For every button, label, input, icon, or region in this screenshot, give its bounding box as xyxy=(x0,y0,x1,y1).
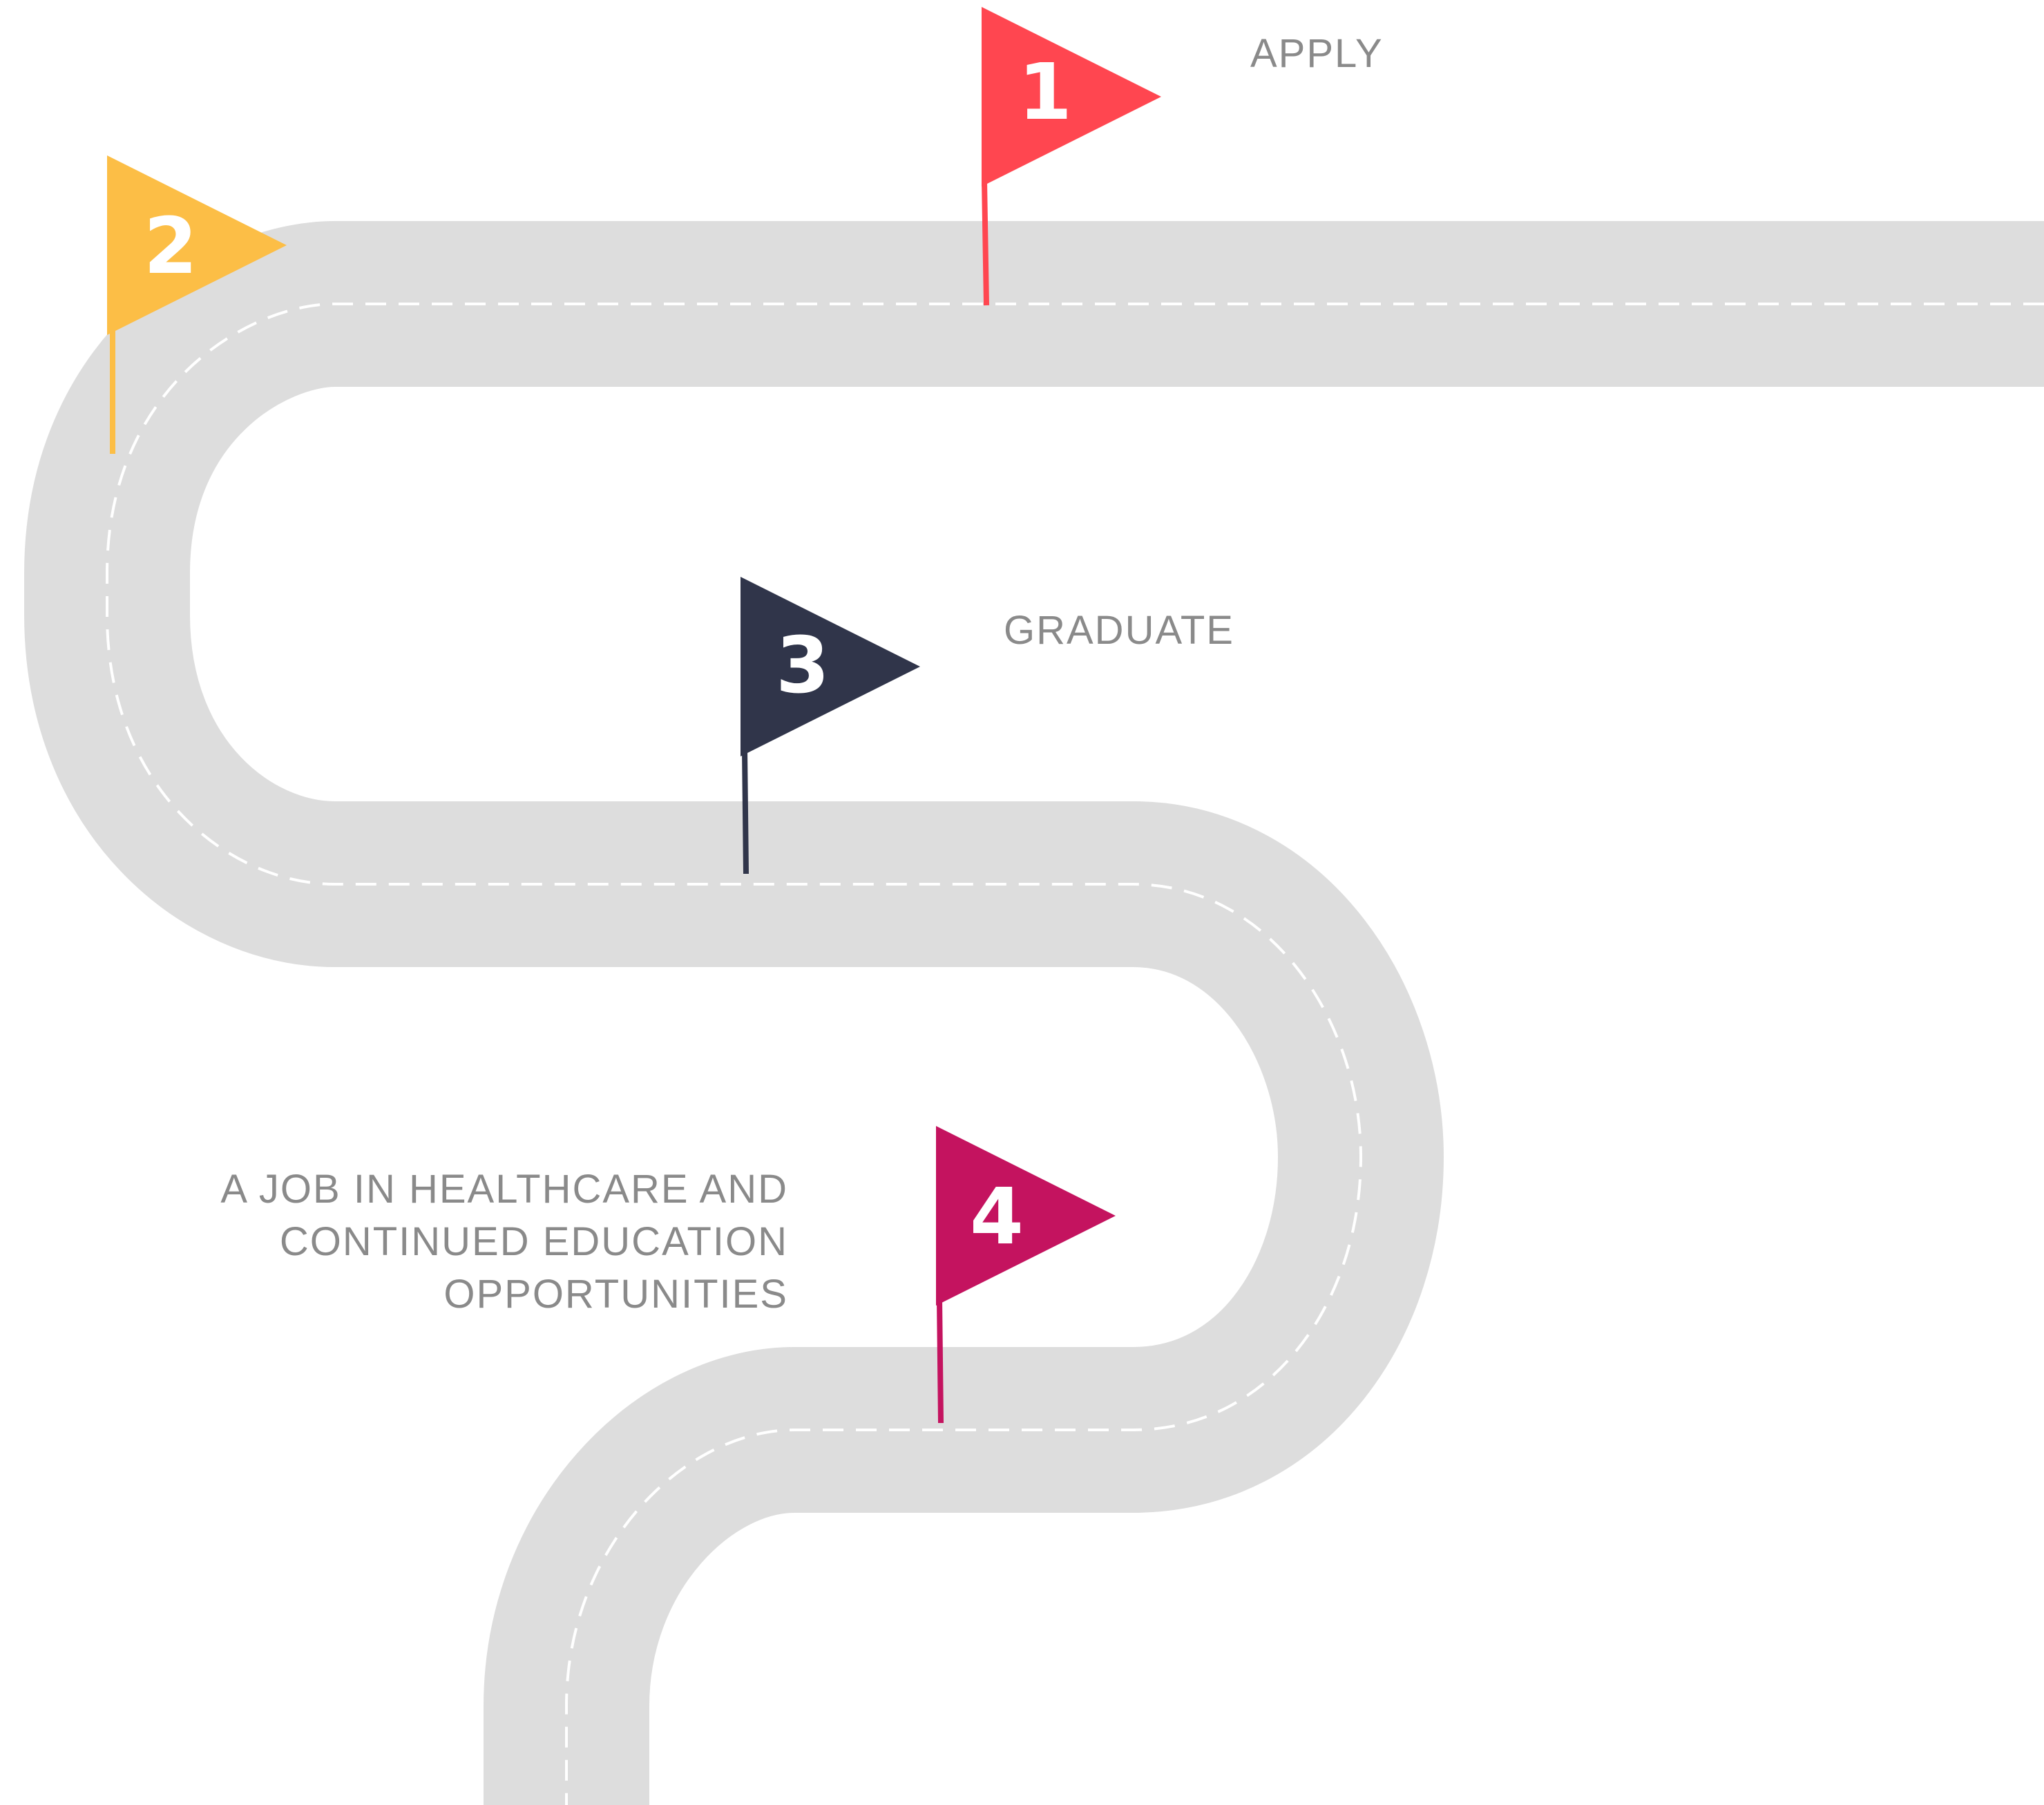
flag-banner xyxy=(982,7,1161,187)
step-1-label: APPLY xyxy=(1250,31,1384,76)
flag-banner xyxy=(107,155,287,335)
flag-number: 4 xyxy=(970,1172,1024,1262)
step-4-label-line-3: OPPORTUNITIES xyxy=(443,1272,788,1317)
flag-pole xyxy=(937,1298,944,1424)
step-3-label: GRADUATE xyxy=(1004,608,1234,653)
road-center-dashes xyxy=(106,303,2044,1805)
flag-banner xyxy=(936,1126,1116,1306)
step-4-label-line-1: A JOB IN HEALTHCARE AND xyxy=(220,1167,788,1212)
flag-number: 1 xyxy=(1018,48,1072,137)
flag-pole xyxy=(742,749,749,875)
flag-step-2: 2 xyxy=(107,155,287,454)
flag-pole xyxy=(982,180,989,306)
flag-step-3: 3 xyxy=(741,577,920,875)
winding-road xyxy=(24,221,2044,1805)
flag-step-1: 1 xyxy=(982,7,1161,306)
step-4-label-line-2: CONTINUED EDUCATION xyxy=(279,1219,788,1264)
step-4-label: A JOB IN HEALTHCARE AND CONTINUED EDUCAT… xyxy=(220,1163,788,1321)
flag-step-4: 4 xyxy=(936,1126,1116,1424)
flag-banner xyxy=(741,577,920,756)
flag-number: 2 xyxy=(144,202,198,292)
flag-number: 3 xyxy=(776,621,830,711)
